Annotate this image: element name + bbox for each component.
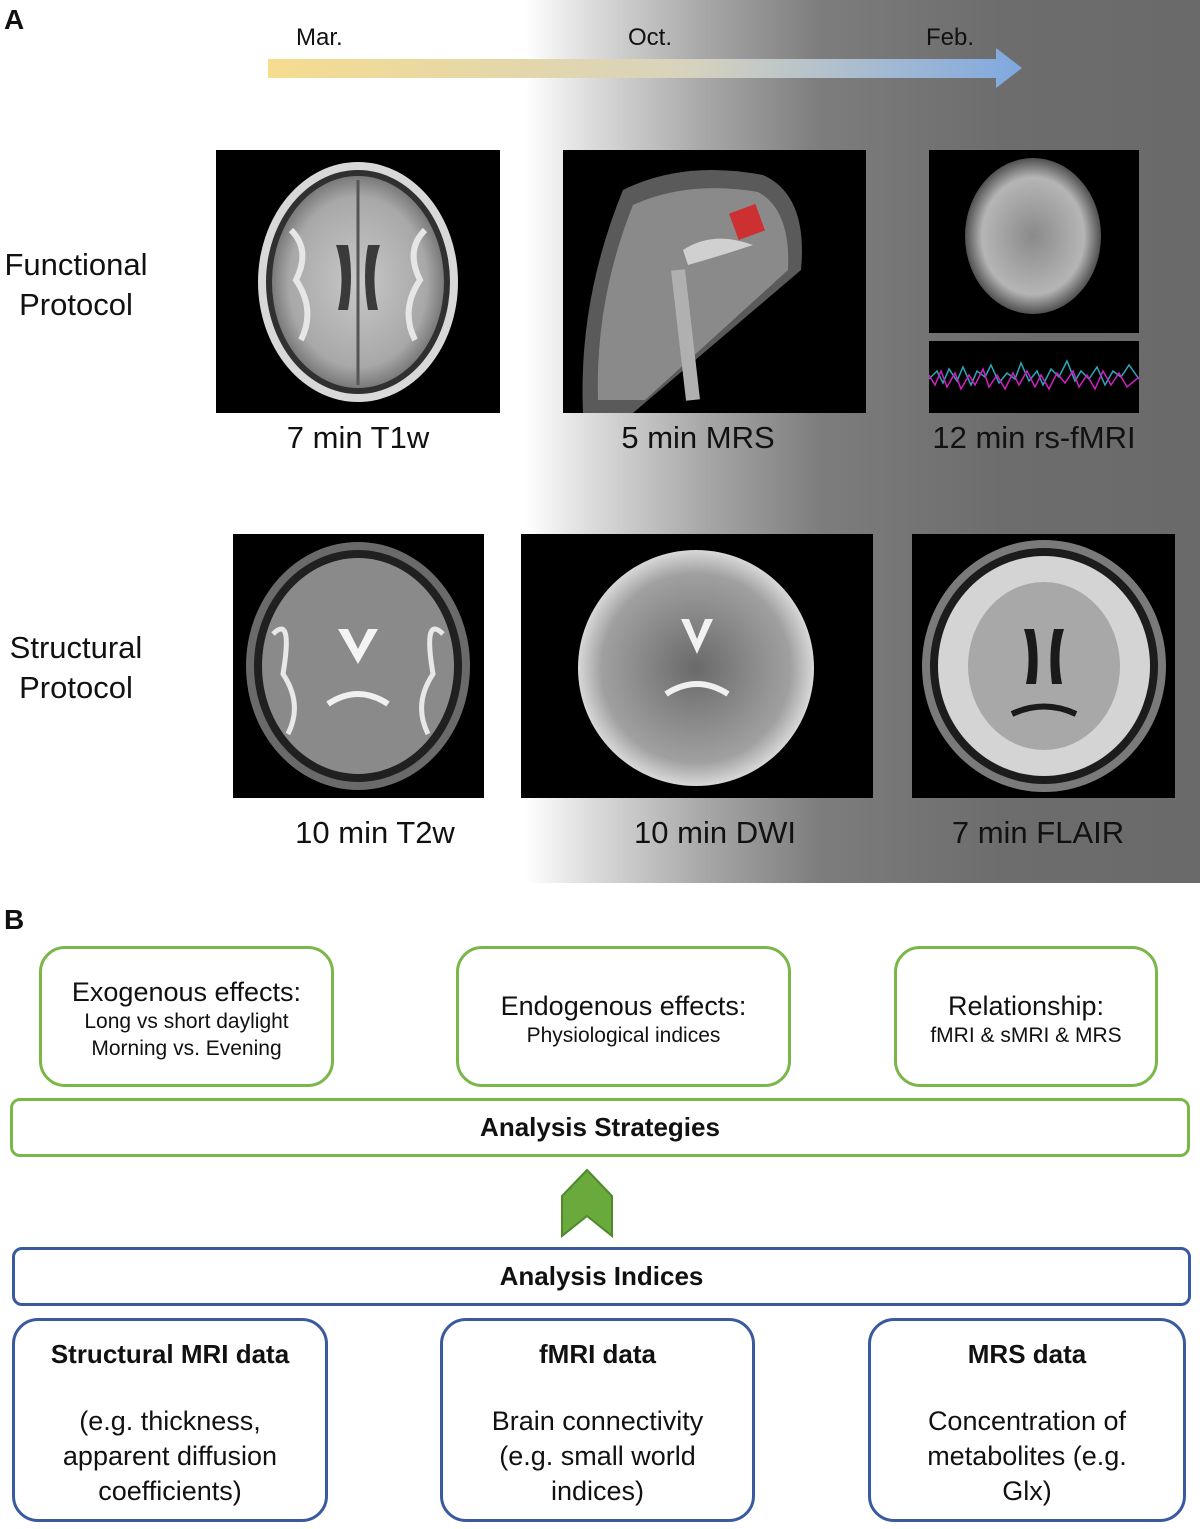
- panel-b-label: B: [4, 904, 25, 935]
- fmri-line3: indices): [550, 1476, 645, 1506]
- analysis-strategies-bar: Analysis Strategies: [10, 1098, 1190, 1157]
- relationship-line1: fMRI & sMRI & MRS: [930, 1024, 1122, 1047]
- endogenous-effects-box: Endogenous effects: Physiological indice…: [456, 946, 791, 1087]
- mrs-data-box: MRS data Concentration of metabolites (e…: [868, 1318, 1186, 1522]
- fmri-line2: (e.g. small world: [499, 1441, 696, 1471]
- structural-label-line2: Protocol: [19, 670, 133, 705]
- mrs-title: MRS data: [967, 1339, 1087, 1369]
- relationship-title: Relationship:: [947, 991, 1105, 1021]
- flair-caption: 7 min FLAIR: [951, 815, 1125, 850]
- functional-protocol-label: Functional Protocol: [0, 245, 152, 325]
- relationship-box: Relationship: fMRI & sMRI & MRS: [894, 946, 1158, 1087]
- mrs-line1: Concentration of: [927, 1406, 1127, 1436]
- structural-label-line1: Structural: [9, 630, 143, 665]
- timeline-arrow: [268, 48, 1022, 88]
- functional-label-line2: Protocol: [19, 287, 133, 322]
- panel-a-label: A: [4, 4, 25, 35]
- mrs-scan-image: [563, 150, 866, 413]
- mrs-line2: metabolites (e.g.: [927, 1441, 1127, 1471]
- flair-scan-image: [912, 534, 1175, 798]
- mrs-line3: Glx): [1002, 1476, 1052, 1506]
- endogenous-effects-line1: Physiological indices: [526, 1024, 721, 1047]
- exogenous-effects-line1: Long vs short daylight: [84, 1010, 289, 1033]
- month-label-february: Feb.: [926, 24, 975, 51]
- exogenous-effects-title: Exogenous effects:: [71, 977, 302, 1007]
- t2w-scan-image: [233, 534, 484, 798]
- structural-mri-data-box: Structural MRI data (e.g. thickness, app…: [12, 1318, 328, 1522]
- month-label-october: Oct.: [628, 24, 673, 51]
- up-chevron-arrow-icon: [561, 1168, 613, 1238]
- fmri-title: fMRI data: [539, 1339, 656, 1369]
- analysis-indices-bar: Analysis Indices: [12, 1247, 1191, 1306]
- exogenous-effects-line2: Morning vs. Evening: [91, 1037, 282, 1060]
- structural-mri-title: Structural MRI data: [50, 1339, 290, 1369]
- functional-label-line1: Functional: [4, 247, 148, 282]
- t1w-scan-image: [216, 150, 500, 413]
- endogenous-effects-title: Endogenous effects:: [500, 991, 747, 1021]
- dwi-caption: 10 min DWI: [634, 815, 796, 850]
- t1w-caption: 7 min T1w: [286, 420, 430, 455]
- structural-mri-line2: apparent diffusion: [62, 1441, 278, 1471]
- dwi-scan-image: [521, 534, 873, 798]
- structural-protocol-label: Structural Protocol: [0, 628, 152, 708]
- structural-mri-line3: coefficients): [98, 1476, 242, 1506]
- structural-mri-line1: (e.g. thickness,: [79, 1406, 261, 1436]
- exogenous-effects-box: Exogenous effects: Long vs short dayligh…: [39, 946, 334, 1087]
- rsfmri-timeseries-plot: [929, 341, 1139, 413]
- rsfmri-scan-image: [929, 150, 1139, 333]
- rsfmri-caption: 12 min rs-fMRI: [932, 420, 1136, 455]
- month-label-march: Mar.: [296, 24, 343, 51]
- t2w-caption: 10 min T2w: [295, 815, 455, 850]
- fmri-data-box: fMRI data Brain connectivity (e.g. small…: [440, 1318, 755, 1522]
- mrs-caption: 5 min MRS: [621, 420, 775, 455]
- fmri-line1: Brain connectivity: [491, 1406, 704, 1436]
